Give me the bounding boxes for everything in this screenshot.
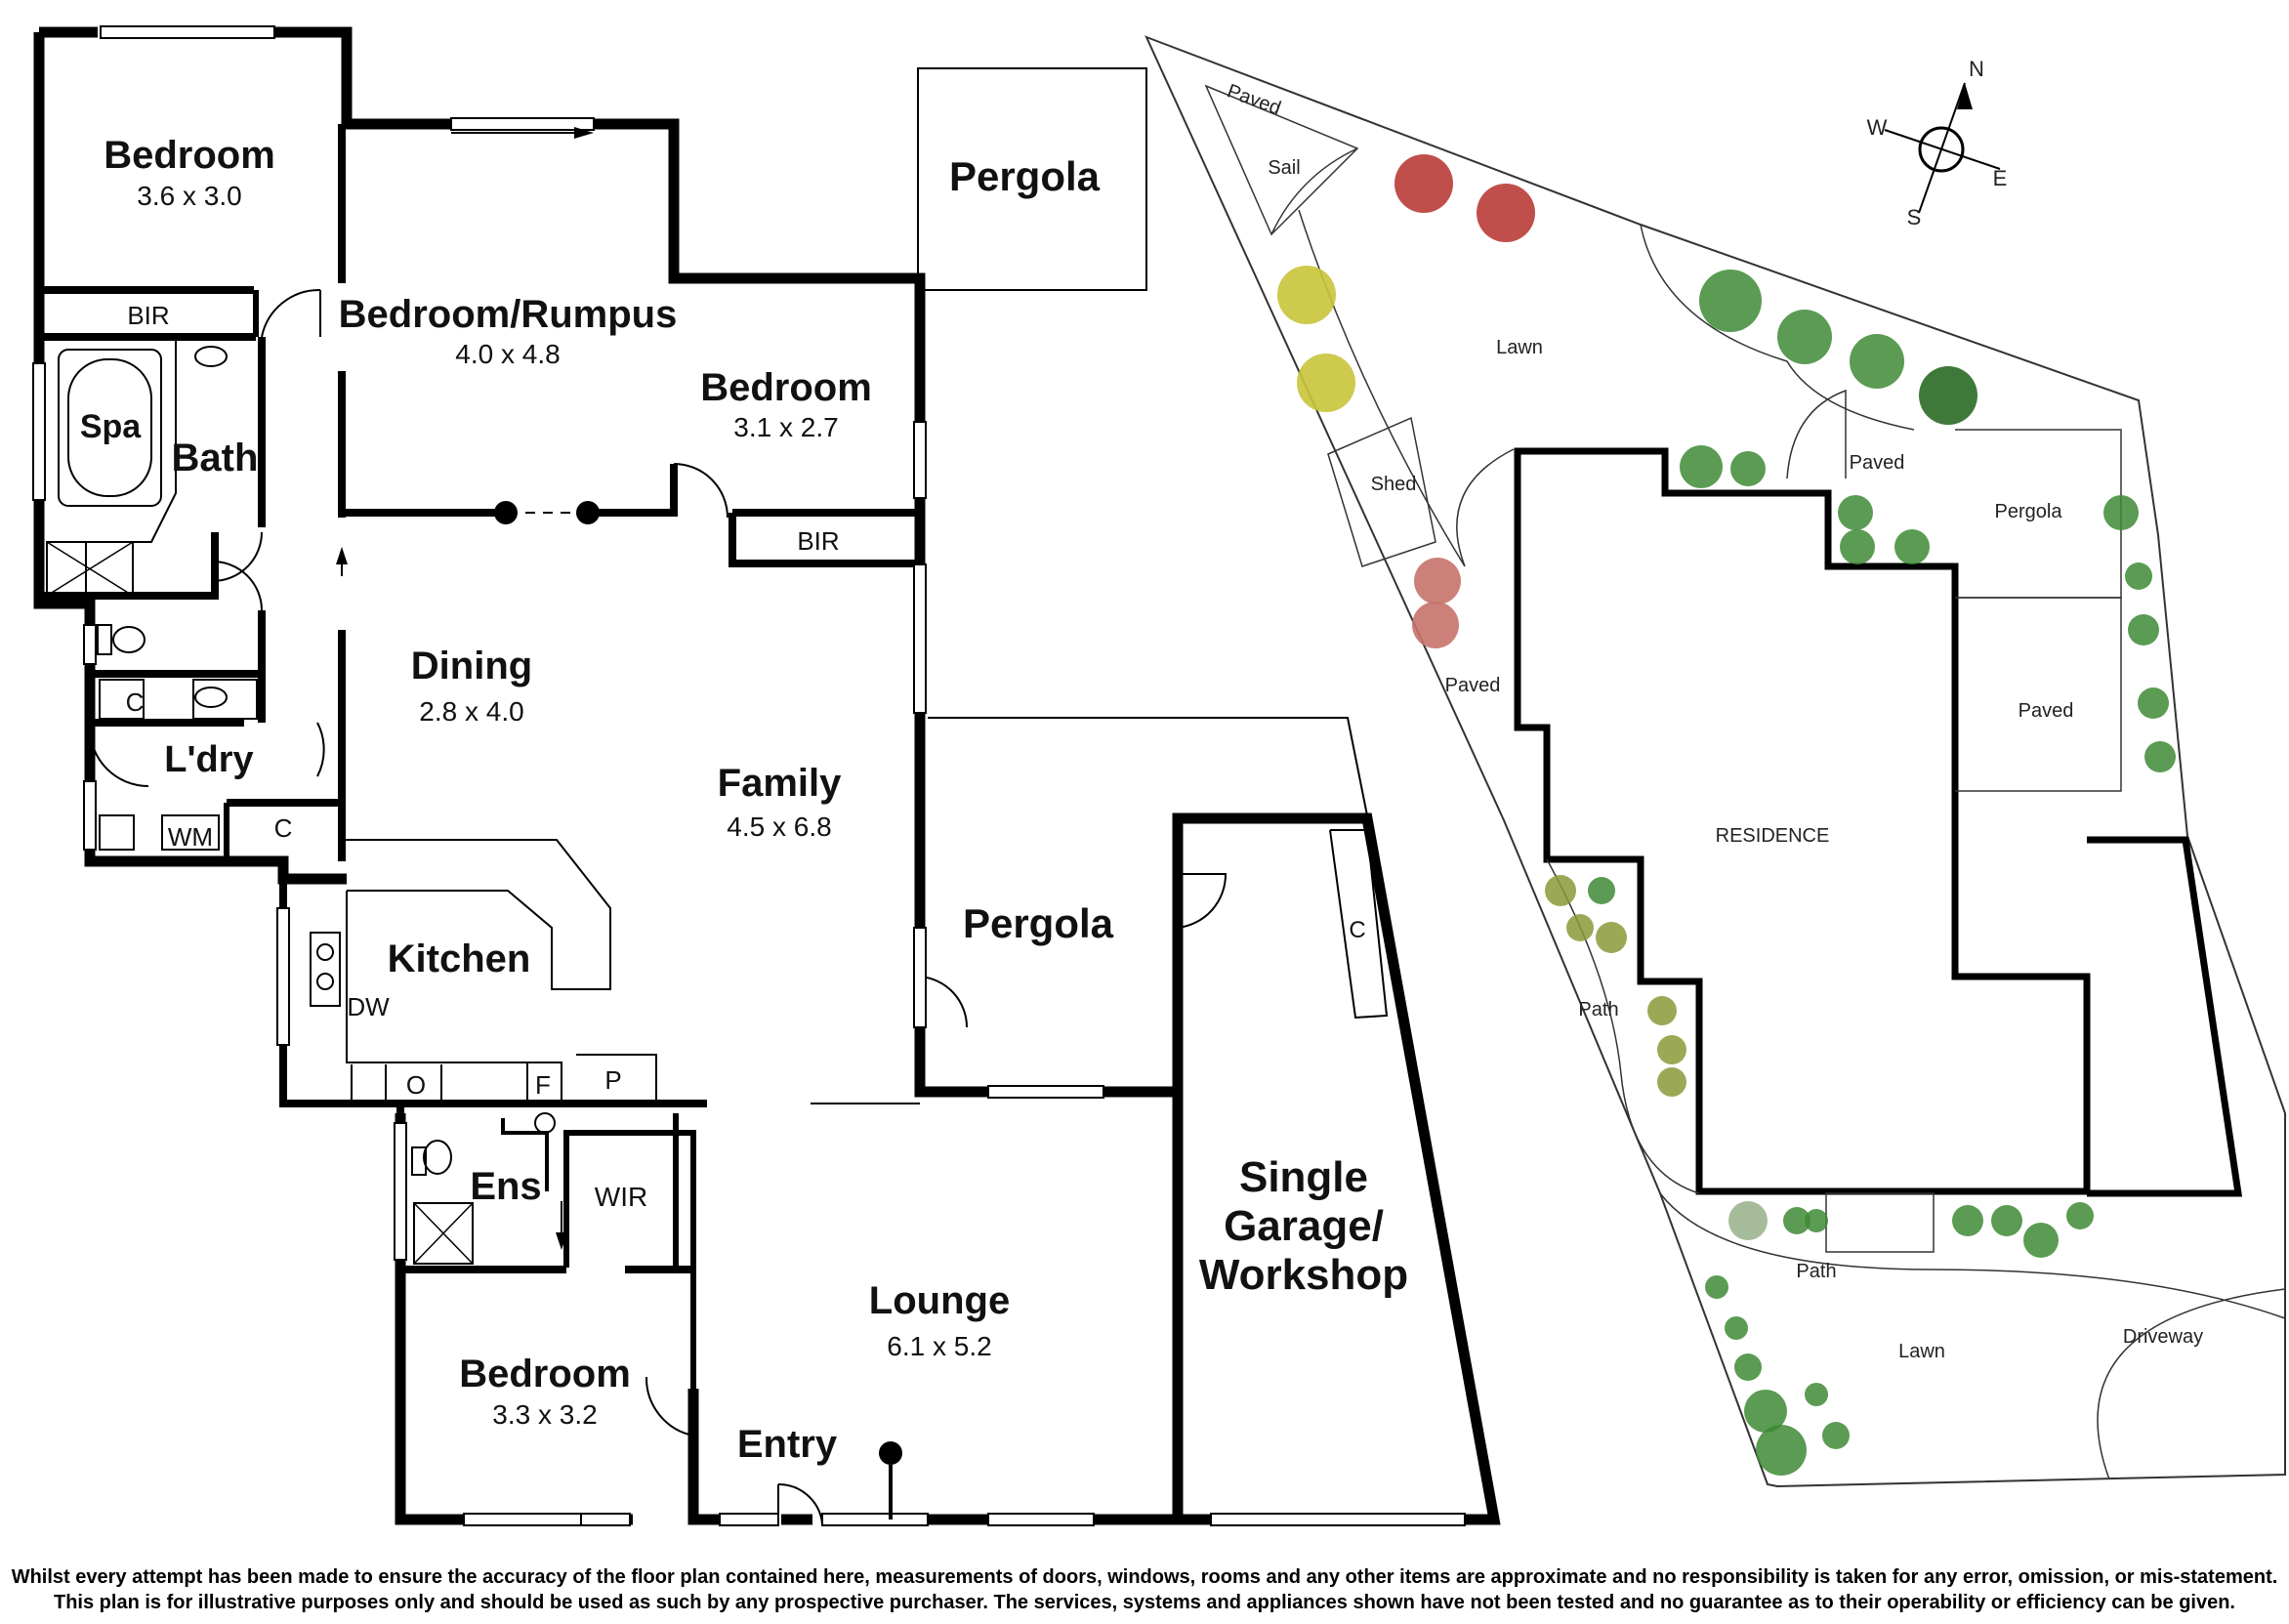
family-label: Family [718, 762, 842, 805]
disclaimer: Whilst every attempt has been made to en… [0, 1564, 2289, 1615]
door-swings [89, 288, 1228, 1524]
lounge-label: Lounge [869, 1279, 1010, 1322]
bedroom3-dim: 3.3 x 3.2 [492, 1399, 597, 1430]
site-lawn-top-label: Lawn [1496, 337, 1543, 358]
residence-outline [1514, 447, 2091, 1195]
compass-n: N [1969, 57, 1984, 81]
paved-site-box [1955, 597, 2122, 792]
garage-label-line3: Workshop [1199, 1251, 1408, 1299]
c-laundry-top-label: C [126, 687, 145, 717]
bedroom2-label: Bedroom [700, 366, 872, 409]
disclaimer-line2: This plan is for illustrative purposes o… [54, 1592, 2235, 1613]
c-garage-label: C [1349, 917, 1365, 943]
driveway-curve [2097, 1288, 2286, 1480]
site-lawn-bottom-label: Lawn [1898, 1341, 1945, 1362]
compass-w: W [1867, 115, 1888, 140]
lounge-dim: 6.1 x 5.2 [887, 1331, 991, 1361]
shed-area [1327, 416, 1436, 567]
spa-label: Spa [80, 408, 142, 445]
sail-area [1204, 84, 1359, 236]
o-label: O [406, 1070, 426, 1100]
bir1-label: BIR [127, 301, 169, 330]
site-shed-label: Shed [1371, 474, 1417, 495]
bedroom3-label: Bedroom [459, 1353, 631, 1395]
rumpus-label: Bedroom/Rumpus [339, 293, 678, 336]
pergola-top-outline [917, 67, 1147, 291]
compass-s: S [1907, 205, 1922, 229]
path-steps [1825, 1192, 1935, 1253]
p-label: P [604, 1065, 621, 1095]
site-paved-right-top-label: Paved [1850, 452, 1905, 474]
entry-label: Entry [737, 1423, 838, 1466]
fixture-labels: BIR BIR C C C WM DW O F P WIR [126, 301, 1366, 1212]
f-label: F [535, 1070, 551, 1100]
family-dim: 4.5 x 6.8 [727, 812, 831, 842]
site-driveway-label: Driveway [2123, 1326, 2203, 1348]
bath-label: Bath [172, 437, 259, 479]
pergola-mid-label: Pergola [963, 900, 1114, 946]
wir-label: WIR [595, 1182, 647, 1212]
dw-label: DW [347, 992, 390, 1021]
compass-e: E [1993, 166, 2008, 190]
pergola-top-label: Pergola [949, 153, 1101, 199]
site-sail-label: Sail [1268, 157, 1300, 179]
bedroom2-dim: 3.1 x 2.7 [733, 412, 838, 442]
bir2-label: BIR [797, 526, 839, 556]
ensuite-label: Ens [470, 1165, 541, 1208]
kitchen-label: Kitchen [388, 937, 531, 980]
sail-curve [1270, 147, 1358, 235]
bedroom1-dim: 3.6 x 3.0 [137, 181, 241, 211]
windows [32, 25, 1466, 1526]
dining-dim: 2.8 x 4.0 [419, 696, 523, 727]
rumpus-dim: 4.0 x 4.8 [455, 339, 560, 369]
plants [1277, 154, 2176, 1476]
rumpus-divider [494, 501, 902, 1520]
dining-label: Dining [411, 645, 532, 687]
garage-label-line2: Garage/ [1224, 1202, 1384, 1250]
top-garden-curve [1640, 224, 1915, 431]
site-paved-left-label: Paved [1445, 675, 1501, 696]
site-paved-right-label: Paved [2018, 700, 2074, 722]
site-path-left-label: Path [1578, 999, 1618, 1020]
c-laundry-bottom-label: C [274, 813, 293, 843]
site-path-bottom-label: Path [1796, 1261, 1836, 1282]
laundry-label: L'dry [164, 739, 253, 780]
path-curve [1659, 1192, 2286, 1319]
thin-lines [85, 337, 1389, 1104]
compass: N E S W [1867, 57, 2008, 229]
sliding-door-arrow [336, 127, 594, 1250]
garage-site-outline [2087, 836, 2243, 1197]
site-residence-label: RESIDENCE [1716, 825, 1830, 847]
path-left-curve [1546, 858, 1700, 1194]
wm-label: WM [168, 822, 213, 852]
north-arrow-icon [1957, 83, 1973, 109]
room-labels: Bedroom 3.6 x 3.0 Bedroom/Rumpus 4.0 x 4… [80, 134, 1408, 1466]
disclaimer-line1: Whilst every attempt has been made to en… [11, 1566, 2278, 1588]
site-pergola-label: Pergola [1995, 501, 2063, 522]
site-plan: Paved Sail Lawn Shed Paved Paved Pergola… [1144, 35, 2286, 1488]
garage-label-line1: Single [1239, 1153, 1368, 1201]
paved-curve [1786, 389, 1847, 479]
bath-fixtures [46, 346, 556, 1265]
bedroom1-label: Bedroom [104, 134, 275, 177]
